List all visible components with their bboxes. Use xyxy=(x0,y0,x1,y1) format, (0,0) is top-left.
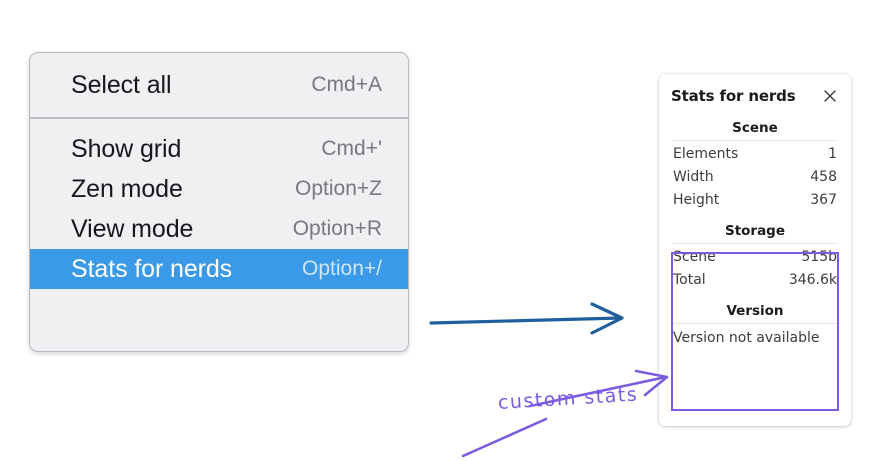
stats-for-nerds-panel: Stats for nerds Scene Elements 1 Width 4… xyxy=(659,74,851,426)
stat-row: Width 458 xyxy=(671,166,839,189)
blue-arrow xyxy=(429,302,624,335)
section-title-scene: Scene xyxy=(732,120,778,136)
purple-tail-stroke xyxy=(461,417,548,458)
menu-item-shortcut: Option+Z xyxy=(295,177,382,200)
menu-item-shortcut: Option+R xyxy=(292,217,382,240)
menu-item-label: Zen mode xyxy=(71,174,183,203)
menu-item-label: Show grid xyxy=(71,134,182,163)
menu-item-label: Stats for nerds xyxy=(71,254,233,283)
stat-value: 367 xyxy=(810,192,837,208)
menu-item-view-mode[interactable]: View mode Option+R xyxy=(30,209,408,249)
menu-item-shortcut: Option+/ xyxy=(302,257,382,280)
section-rule xyxy=(673,243,837,244)
menu-item-show-grid[interactable]: Show grid Cmd+' xyxy=(30,129,408,169)
menu-item-label: View mode xyxy=(71,214,194,243)
stat-value: 515b xyxy=(801,249,837,265)
version-value: Version not available xyxy=(673,330,820,346)
stat-key: Height xyxy=(673,192,720,208)
section-rule xyxy=(673,323,837,324)
section-title-storage: Storage xyxy=(724,223,786,239)
stat-row: Height 367 xyxy=(671,189,839,212)
menu-item-shortcut: Cmd+A xyxy=(311,73,382,96)
menu-group-view: Show grid Cmd+' Zen mode Option+Z View m… xyxy=(30,119,408,303)
menu-divider xyxy=(30,117,408,119)
stat-key: Total xyxy=(673,272,706,288)
stat-key: Scene xyxy=(673,249,716,265)
menu-item-stats-for-nerds[interactable]: Stats for nerds Option+/ xyxy=(30,249,408,289)
stat-key: Elements xyxy=(673,146,739,162)
menu-item-label: Select all xyxy=(71,70,172,99)
menu-item-select-all[interactable]: Select all Cmd+A xyxy=(30,65,408,105)
stat-value: 458 xyxy=(810,169,837,185)
section-title-version: Version xyxy=(726,303,784,319)
stats-panel-header: Stats for nerds xyxy=(671,74,839,109)
stat-row: Total 346.6k xyxy=(671,269,839,292)
stat-key: Width xyxy=(673,169,714,185)
stats-panel-title: Stats for nerds xyxy=(671,87,796,105)
context-menu[interactable]: Select all Cmd+A Show grid Cmd+' Zen mod… xyxy=(29,52,409,352)
stat-row: Scene 515b xyxy=(671,246,839,269)
section-rule xyxy=(673,140,837,141)
stat-row: Elements 1 xyxy=(671,143,839,166)
menu-item-zen-mode[interactable]: Zen mode Option+Z xyxy=(30,169,408,209)
stat-value: 346.6k xyxy=(788,272,837,288)
custom-stats-annotation-label: custom stats xyxy=(497,383,639,414)
menu-item-shortcut: Cmd+' xyxy=(321,137,382,160)
menu-group-selection: Select all Cmd+A xyxy=(30,53,408,117)
stat-value: 1 xyxy=(828,146,837,162)
close-icon[interactable] xyxy=(821,87,839,105)
